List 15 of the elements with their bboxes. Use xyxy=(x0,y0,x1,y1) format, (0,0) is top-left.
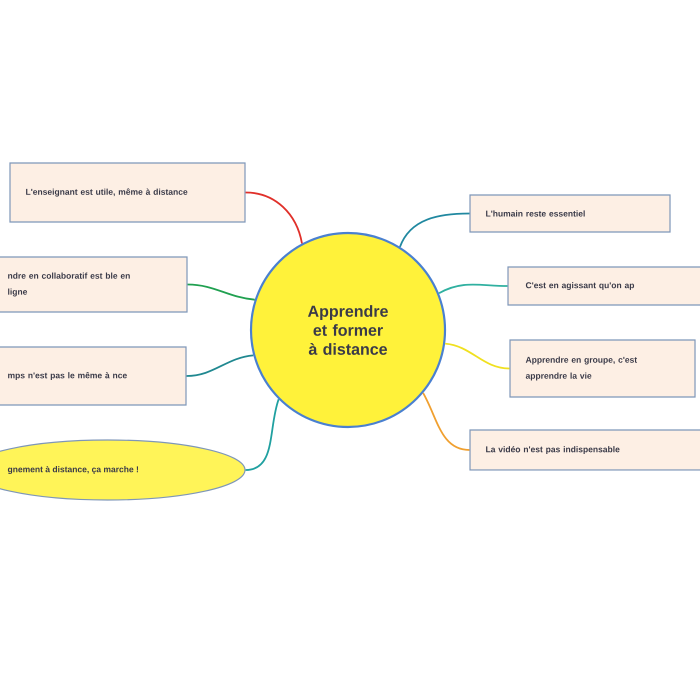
idea-box: ndre en collaboratif est ble en ligne xyxy=(0,256,188,313)
idea-box: mps n'est pas le même à nce xyxy=(0,346,187,406)
idea-box: L'humain reste essentiel xyxy=(469,194,671,233)
connector xyxy=(399,212,470,248)
idea-box: La vidéo n'est pas indispensable xyxy=(469,429,700,471)
connector xyxy=(438,284,508,294)
connector xyxy=(246,192,303,244)
connector xyxy=(445,342,510,370)
connector xyxy=(188,284,255,301)
idea-box: Apprendre en groupe, c'est apprendre la vie xyxy=(509,339,696,398)
idea-box: L'enseignant est utile, même à distance xyxy=(9,162,246,223)
connector xyxy=(186,354,254,377)
connector xyxy=(246,399,280,471)
connector xyxy=(422,392,470,451)
idea-box: C'est en agissant qu'on ap xyxy=(507,266,700,306)
